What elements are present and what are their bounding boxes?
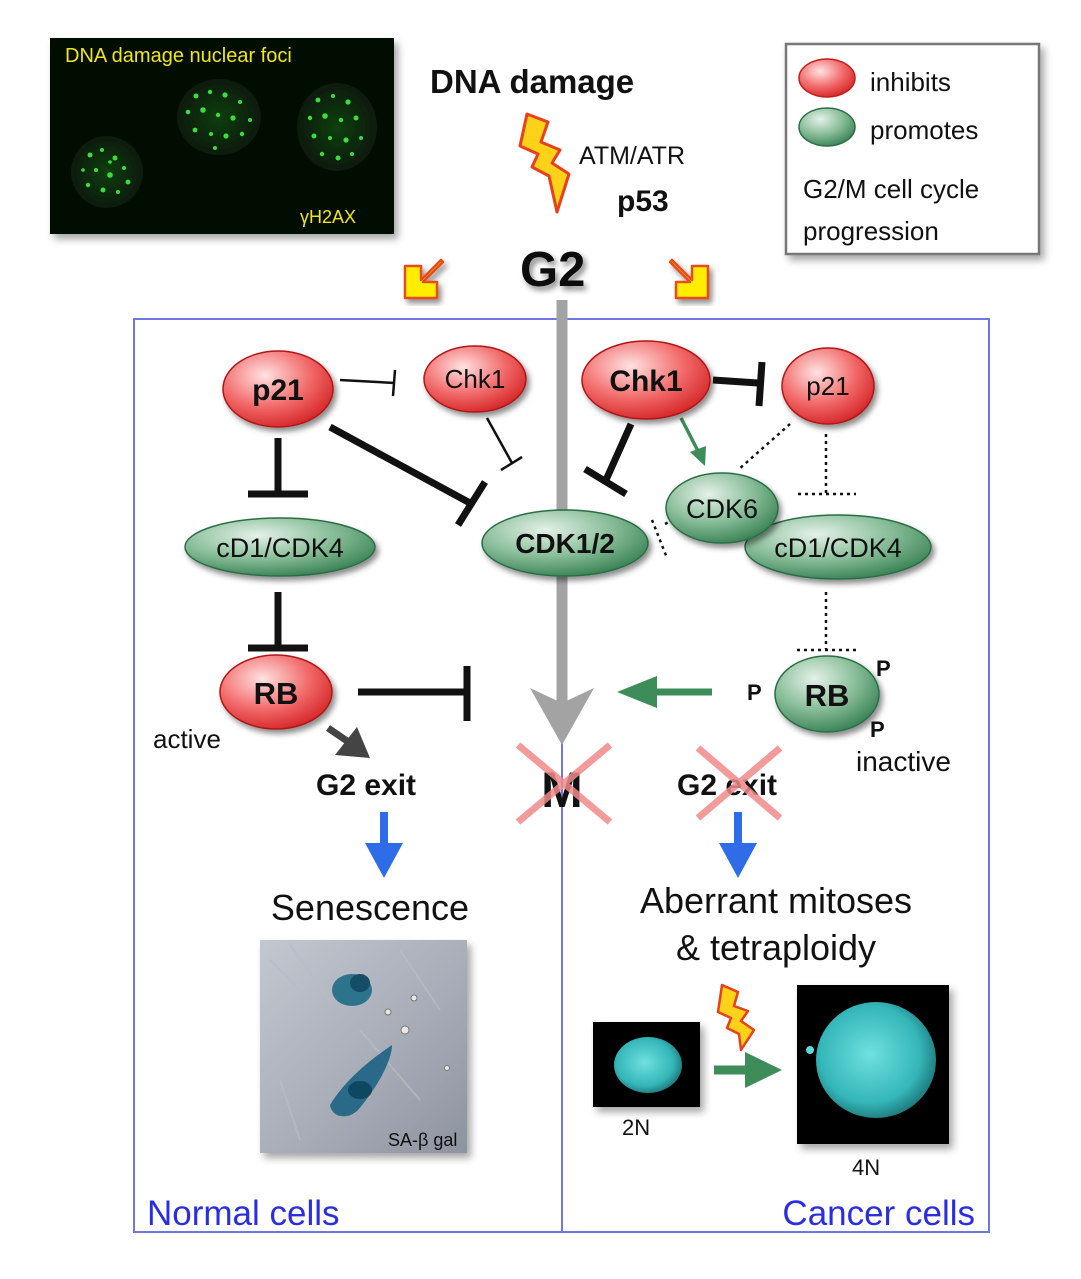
normal-cd1cdk4-node: [184, 517, 376, 577]
cancer-outcome-arrow-icon: [719, 812, 757, 878]
rb-to-g2exit-arrow: [326, 725, 370, 758]
label-4n: 4N: [852, 1155, 880, 1180]
cancer-rb-label: RB: [805, 678, 850, 713]
legend-promotes-label: promotes: [870, 115, 978, 145]
cancer-cd1cdk4-node: [744, 514, 932, 580]
label-2n: 2N: [622, 1115, 650, 1140]
nucleus-foci-2: [177, 79, 261, 155]
p53-label: p53: [617, 185, 669, 218]
cancer-cells-label: Cancer cells: [782, 1194, 975, 1233]
normal-rb-state: active: [153, 724, 221, 754]
small-lightning-icon: [716, 983, 756, 1052]
cancer-outcome-line1: Aberrant mitoses: [640, 880, 912, 921]
sa-beta-gal-label: SA-β gal: [388, 1130, 457, 1150]
normal-g2-exit: G2 exit: [316, 769, 416, 802]
cdk12-label: CDK1/2: [515, 528, 615, 559]
senescence-label: Senescence: [271, 887, 469, 928]
normal-cells-label: Normal cells: [147, 1194, 340, 1233]
legend-box: inhibits promotes G2/M cell cycle progre…: [784, 42, 1041, 256]
g2-to-m-flow-arrow: [530, 300, 594, 745]
normal-p21-node: [222, 350, 334, 428]
atm-atr-label: ATM/ATR: [579, 142, 685, 170]
p21-inhibits-chk1: [339, 378, 396, 385]
gamma-h2ax-label: γH2AX: [300, 207, 356, 227]
g2-phase-label: G2: [520, 243, 585, 297]
sa-beta-gal-micrograph: SA-β gal: [260, 940, 467, 1153]
normal-chk1-label: Chk1: [445, 364, 506, 394]
chk1-inhibits-p21: [712, 376, 759, 387]
legend-note-line2: progression: [803, 216, 939, 246]
cancer-cells-panel: [561, 318, 990, 1233]
cancer-chk1-label: Chk1: [609, 365, 682, 398]
cancer-p21-node: [781, 347, 875, 425]
p21-dotted-to-cdk6: [737, 423, 791, 471]
cancer-rb-state: inactive: [856, 746, 951, 777]
p21-inhibits-cdk12: [328, 423, 472, 507]
yellow-arrow-left-icon: [403, 258, 445, 300]
chk1-inhibits-cdk12: [485, 417, 514, 464]
normal-cd1cdk4-label: cD1/CDK4: [216, 533, 344, 563]
yellow-arrow-right-icon: [668, 258, 710, 300]
nucleus-foci-3: [297, 83, 377, 171]
nucleus-4n-image: [797, 985, 949, 1144]
lightning-icon: [518, 112, 571, 214]
normal-edges: [248, 369, 523, 721]
nucleus-foci-1: [71, 136, 143, 208]
rb-phospho-left: P: [747, 680, 762, 705]
cancer-p21-label: p21: [806, 371, 849, 401]
cancer-chk1-node: [581, 340, 711, 420]
dna-damage-title: DNA damage: [430, 63, 634, 100]
chk1-promotes-cdk6-arrow: [679, 417, 706, 466]
rb-phospho-bottom: P: [870, 717, 885, 742]
foci-micrograph: DNA damage nuclear foci γH2AX: [50, 38, 394, 234]
normal-rb-node: [219, 654, 333, 730]
normal-chk1-node: [423, 345, 527, 413]
cancer-cdk6-node: [665, 472, 779, 544]
chk1-inhibits-cdk12-cancer: [602, 422, 635, 482]
cancer-rb-node: [774, 655, 880, 733]
cancer-cdk6-label: CDK6: [686, 494, 758, 524]
cdk12-node: [481, 509, 649, 577]
nucleus-2n-image: [593, 1022, 700, 1107]
normal-p21-label: p21: [252, 374, 304, 407]
cancer-outcome-line2: & tetraploidy: [676, 927, 876, 968]
cancer-cd1cdk4-label: cD1/CDK4: [774, 533, 902, 563]
legend-note-line1: G2/M cell cycle: [803, 174, 979, 204]
normal-rb-label: RB: [254, 676, 299, 711]
mitosis-blocked-cross-icon: [515, 742, 613, 825]
foci-caption: DNA damage nuclear foci: [65, 45, 292, 67]
rb-phospho-top: P: [876, 656, 891, 681]
g2-exit-blocked-cross-icon: [695, 745, 783, 821]
legend-inhibits-swatch: [798, 58, 856, 98]
normal-outcome-arrow-icon: [365, 812, 403, 878]
rb-promotes-mitosis-arrow: [617, 676, 712, 708]
legend-inhibits-label: inhibits: [870, 67, 951, 97]
legend-promotes-swatch: [798, 107, 856, 147]
2n-to-4n-arrow: [714, 1052, 782, 1088]
